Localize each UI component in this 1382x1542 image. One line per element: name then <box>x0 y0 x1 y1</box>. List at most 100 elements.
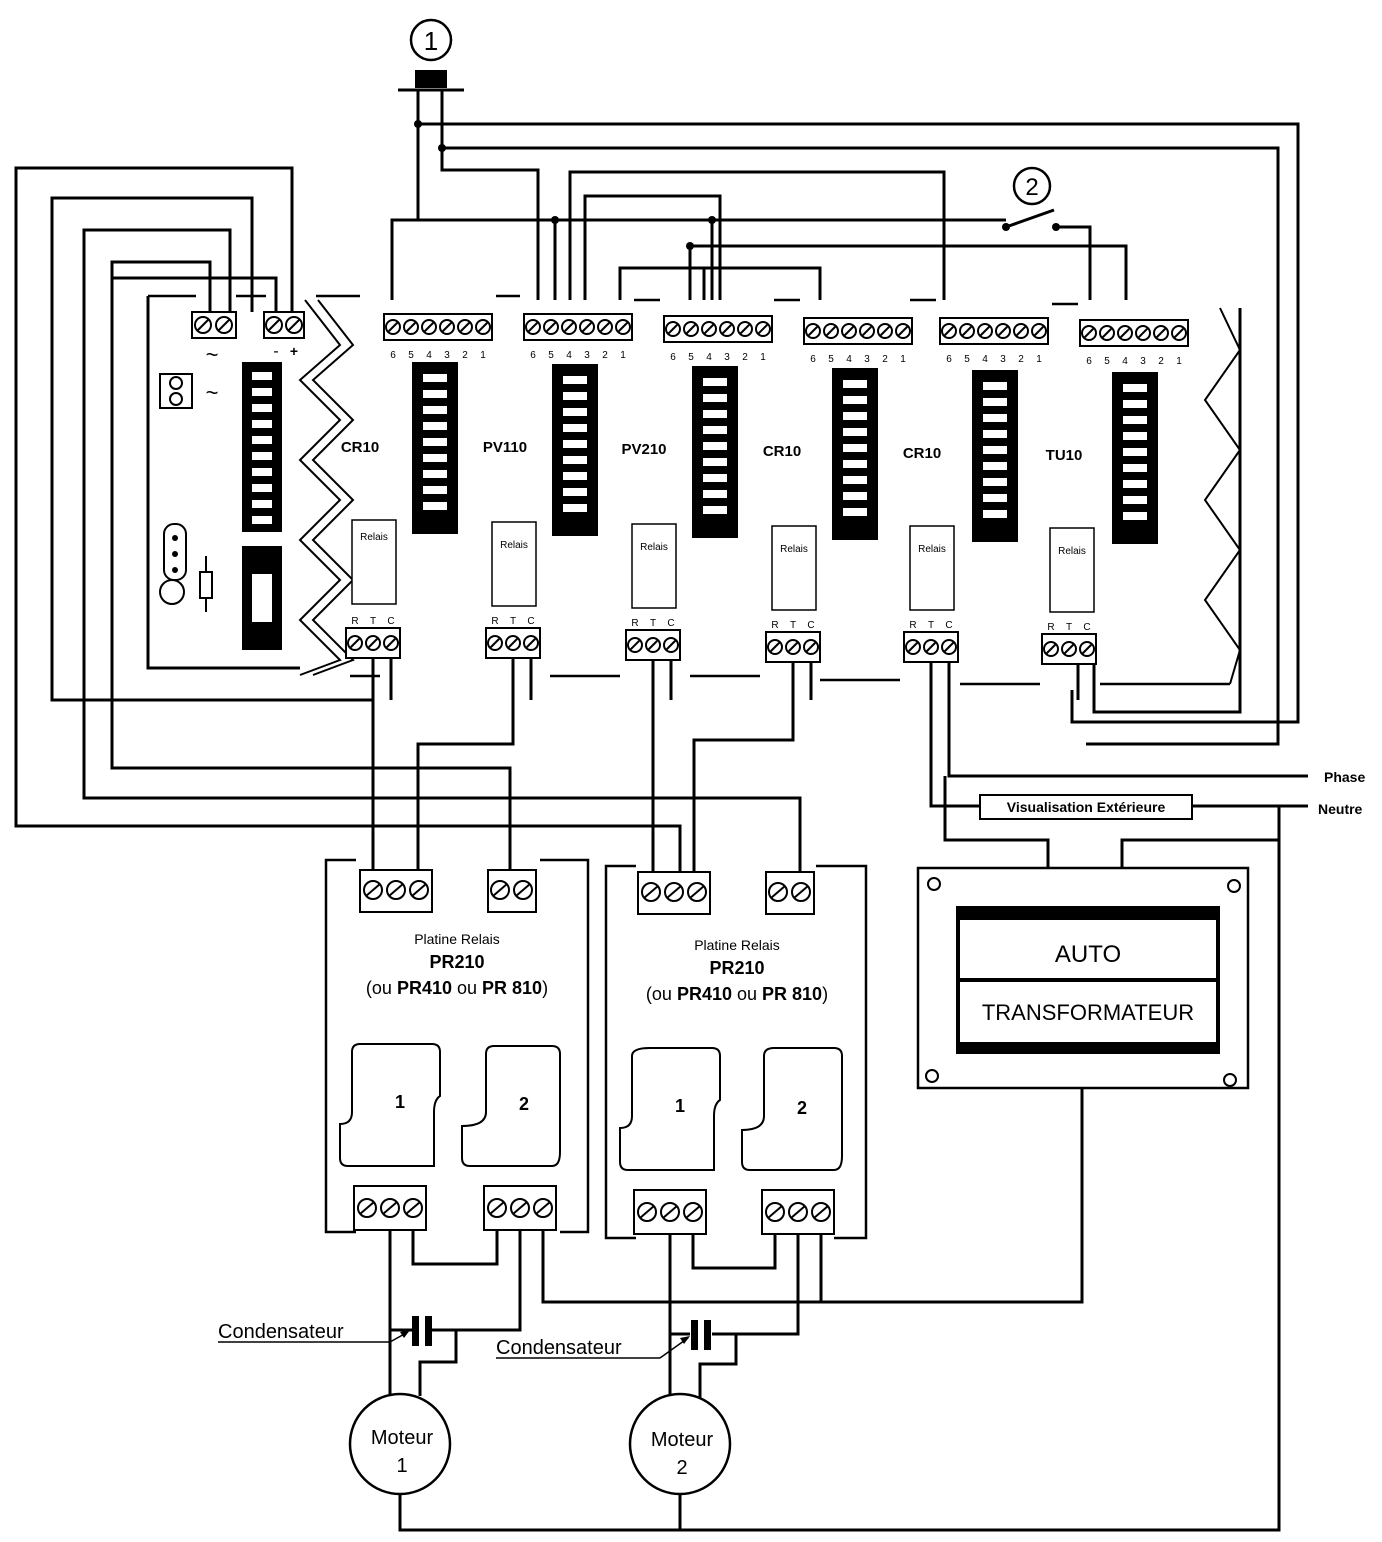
minus-symbol: - <box>273 343 278 360</box>
module-4: CR10 6 5 4 3 2 1 <box>763 317 913 663</box>
module-6-terminal-block: 6 5 4 3 2 1 <box>1079 319 1189 367</box>
visualisation-box: Visualisation Extérieure <box>979 794 1193 820</box>
rtc-c: C <box>387 616 394 627</box>
terminal-num: 6 <box>810 354 816 365</box>
rtc-c: C <box>807 620 814 631</box>
terminal-num: 2 <box>462 350 468 361</box>
module-3-relay: Relais <box>631 523 677 609</box>
board-1-alt: (ou PR410 ou PR 810) <box>366 978 548 998</box>
relay-label: Relais <box>500 540 528 551</box>
module-5-terminal-block: 6 5 4 3 2 1 <box>939 317 1049 365</box>
module-5: CR10 6 5 4 3 2 1 <box>903 317 1049 663</box>
terminal-num: 4 <box>982 354 988 365</box>
power-module-connector <box>242 362 282 532</box>
terminal-num: 6 <box>530 350 536 361</box>
fuse-block <box>242 546 282 650</box>
relay-board-2: Platine Relais PR210 (ou PR410 ou PR 810… <box>604 864 868 1240</box>
module-3-connector <box>692 366 738 538</box>
rtc-c: C <box>1083 622 1090 633</box>
rtc-t: T <box>370 616 376 627</box>
board-2-input-2 <box>765 871 815 915</box>
rtc-r: R <box>631 618 638 629</box>
terminal-num: 2 <box>1018 354 1024 365</box>
board-1-output-b <box>483 1185 557 1231</box>
callout-2: 2 <box>1012 166 1052 206</box>
terminal-num: 1 <box>900 354 906 365</box>
terminal-num: 4 <box>1122 356 1128 367</box>
module-5-rtc-block: R T C <box>903 620 959 663</box>
module-4-connector <box>832 368 878 540</box>
terminal-num: 2 <box>1158 356 1164 367</box>
terminal-num: 1 <box>480 350 486 361</box>
left-wiring <box>14 166 802 876</box>
rtc-t: T <box>650 618 656 629</box>
terminal-num: 6 <box>1086 356 1092 367</box>
module-2: PV110 6 5 4 3 2 1 <box>483 313 633 659</box>
terminal-num: 5 <box>1104 356 1110 367</box>
terminal-num: 1 <box>1036 354 1042 365</box>
rtc-r: R <box>351 616 358 627</box>
rtc-c: C <box>945 620 952 631</box>
module-3: PV210 6 5 4 3 2 1 <box>621 315 773 661</box>
board-1-output-a <box>353 1185 427 1231</box>
terminal-num: 2 <box>742 352 748 363</box>
rtc-r: R <box>491 616 498 627</box>
rtc-c: C <box>527 616 534 627</box>
board-2-alt: (ou PR410 ou PR 810) <box>646 984 828 1004</box>
ac-symbol: ~ <box>206 342 219 367</box>
rtc-r: R <box>771 620 778 631</box>
terminal-num: 4 <box>566 350 572 361</box>
relay-board-1: Platine Relais PR210 (ou PR410 ou PR 810… <box>324 858 590 1234</box>
middle-wiring <box>371 308 1308 1532</box>
transformer-line1: AUTO <box>1055 941 1121 968</box>
motor-2-line1: Moteur <box>651 1429 714 1451</box>
board-1-relay-2-label: 2 <box>519 1094 529 1114</box>
module-5-relay: Relais <box>909 525 955 611</box>
pushbutton-switch <box>398 70 464 100</box>
switch-2 <box>1002 208 1060 231</box>
terminal-num: 5 <box>964 354 970 365</box>
terminal-num: 6 <box>946 354 952 365</box>
module-2-connector <box>552 364 598 536</box>
resistor-symbol <box>199 556 213 612</box>
relay-label: Relais <box>780 544 808 555</box>
terminal-num: 2 <box>602 350 608 361</box>
terminal-num: 2 <box>882 354 888 365</box>
board-1-model: PR210 <box>429 952 484 972</box>
module-3-name: PV210 <box>621 441 666 458</box>
board-1-relay-2: 2 <box>461 1045 561 1167</box>
output-labels: Phase Neutre Visualisation Extérieure <box>979 769 1365 820</box>
ac-input-terminal <box>159 373 193 409</box>
board-1-input-2 <box>487 869 537 913</box>
terminal-num: 6 <box>670 352 676 363</box>
rtc-r: R <box>1047 622 1054 633</box>
module-4-terminal-block: 6 5 4 3 2 1 <box>803 317 913 365</box>
relay-label: Relais <box>640 542 668 553</box>
rtc-t: T <box>1066 622 1072 633</box>
rtc-r: R <box>909 620 916 631</box>
module-1-relay: Relais <box>351 519 397 605</box>
neutre-label: Neutre <box>1318 801 1363 817</box>
module-6-connector <box>1112 372 1158 544</box>
module-4-rtc-block: R T C <box>765 620 821 663</box>
transformer-line2: TRANSFORMATEUR <box>982 1000 1194 1025</box>
module-6: TU10 6 5 4 3 2 1 <box>1041 319 1189 665</box>
board-2-relay-1: 1 <box>619 1047 721 1171</box>
rack-chassis <box>148 294 1242 686</box>
rtc-t: T <box>790 620 796 631</box>
relay-label: Relais <box>360 532 388 543</box>
terminal-num: 5 <box>548 350 554 361</box>
capacitor-2-label: Condensateur <box>496 1337 622 1359</box>
terminal-num: 3 <box>1000 354 1006 365</box>
terminal-num: 5 <box>688 352 694 363</box>
terminal-num: 5 <box>408 350 414 361</box>
motor-2-line2: 2 <box>676 1457 687 1479</box>
module-1-name: CR10 <box>341 439 379 456</box>
board-2-input-3 <box>637 871 711 915</box>
terminal-num: 4 <box>706 352 712 363</box>
module-5-name: CR10 <box>903 445 941 462</box>
motor-2: Moteur 2 <box>628 1392 732 1496</box>
board-1-title: Platine Relais <box>414 931 500 947</box>
module-1-rtc-block: R T C <box>345 616 401 659</box>
